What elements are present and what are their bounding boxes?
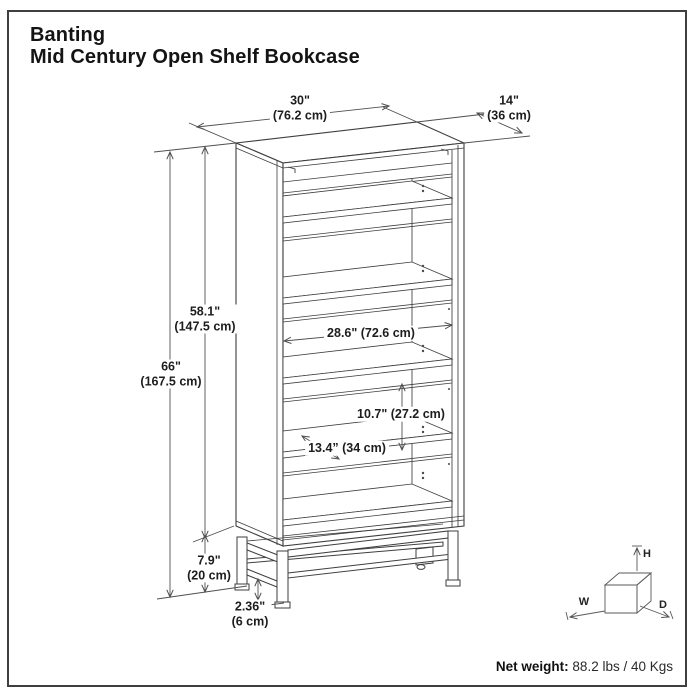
dim-leg-size-label: 2.36" (6 cm) bbox=[228, 599, 272, 629]
cube-height-label: H bbox=[643, 548, 651, 560]
shelf-pin-holes bbox=[421, 184, 450, 480]
product-title: Banting Mid Century Open Shelf Bookcase bbox=[30, 24, 360, 68]
product-title-line1: Banting bbox=[30, 24, 106, 46]
dim-depth-label: 14" (36 cm) bbox=[484, 93, 534, 123]
base-frame bbox=[234, 523, 461, 609]
net-weight-label: Net weight: bbox=[495, 659, 569, 674]
product-title-line2: Mid Century Open Shelf Bookcase bbox=[30, 46, 360, 68]
dim-width-label: 30" (76.2 cm) bbox=[269, 93, 331, 123]
dim-shelf-depth-label: 13.4” (34 cm) bbox=[305, 440, 389, 456]
dim-shelf-spacing-label: 10.7" (27.2 cm) bbox=[354, 406, 448, 422]
dim-base-height-label: 7.9" (20 cm) bbox=[184, 553, 234, 583]
net-weight-value: 88.2 lbs / 40 Kgs bbox=[568, 659, 673, 674]
wdh-cube-icon bbox=[565, 545, 674, 621]
dim-interior-width-label: 28.6" (72.6 cm) bbox=[324, 325, 418, 341]
cube-width-label: W bbox=[578, 596, 590, 608]
dim-total-height-label: 66" (167.5 cm) bbox=[137, 359, 205, 389]
cube-depth-label: D bbox=[659, 599, 667, 611]
net-weight: Net weight: 88.2 lbs / 40 Kgs bbox=[496, 659, 673, 674]
dim-cabinet-height-label: 58.1" (147.5 cm) bbox=[171, 304, 239, 334]
